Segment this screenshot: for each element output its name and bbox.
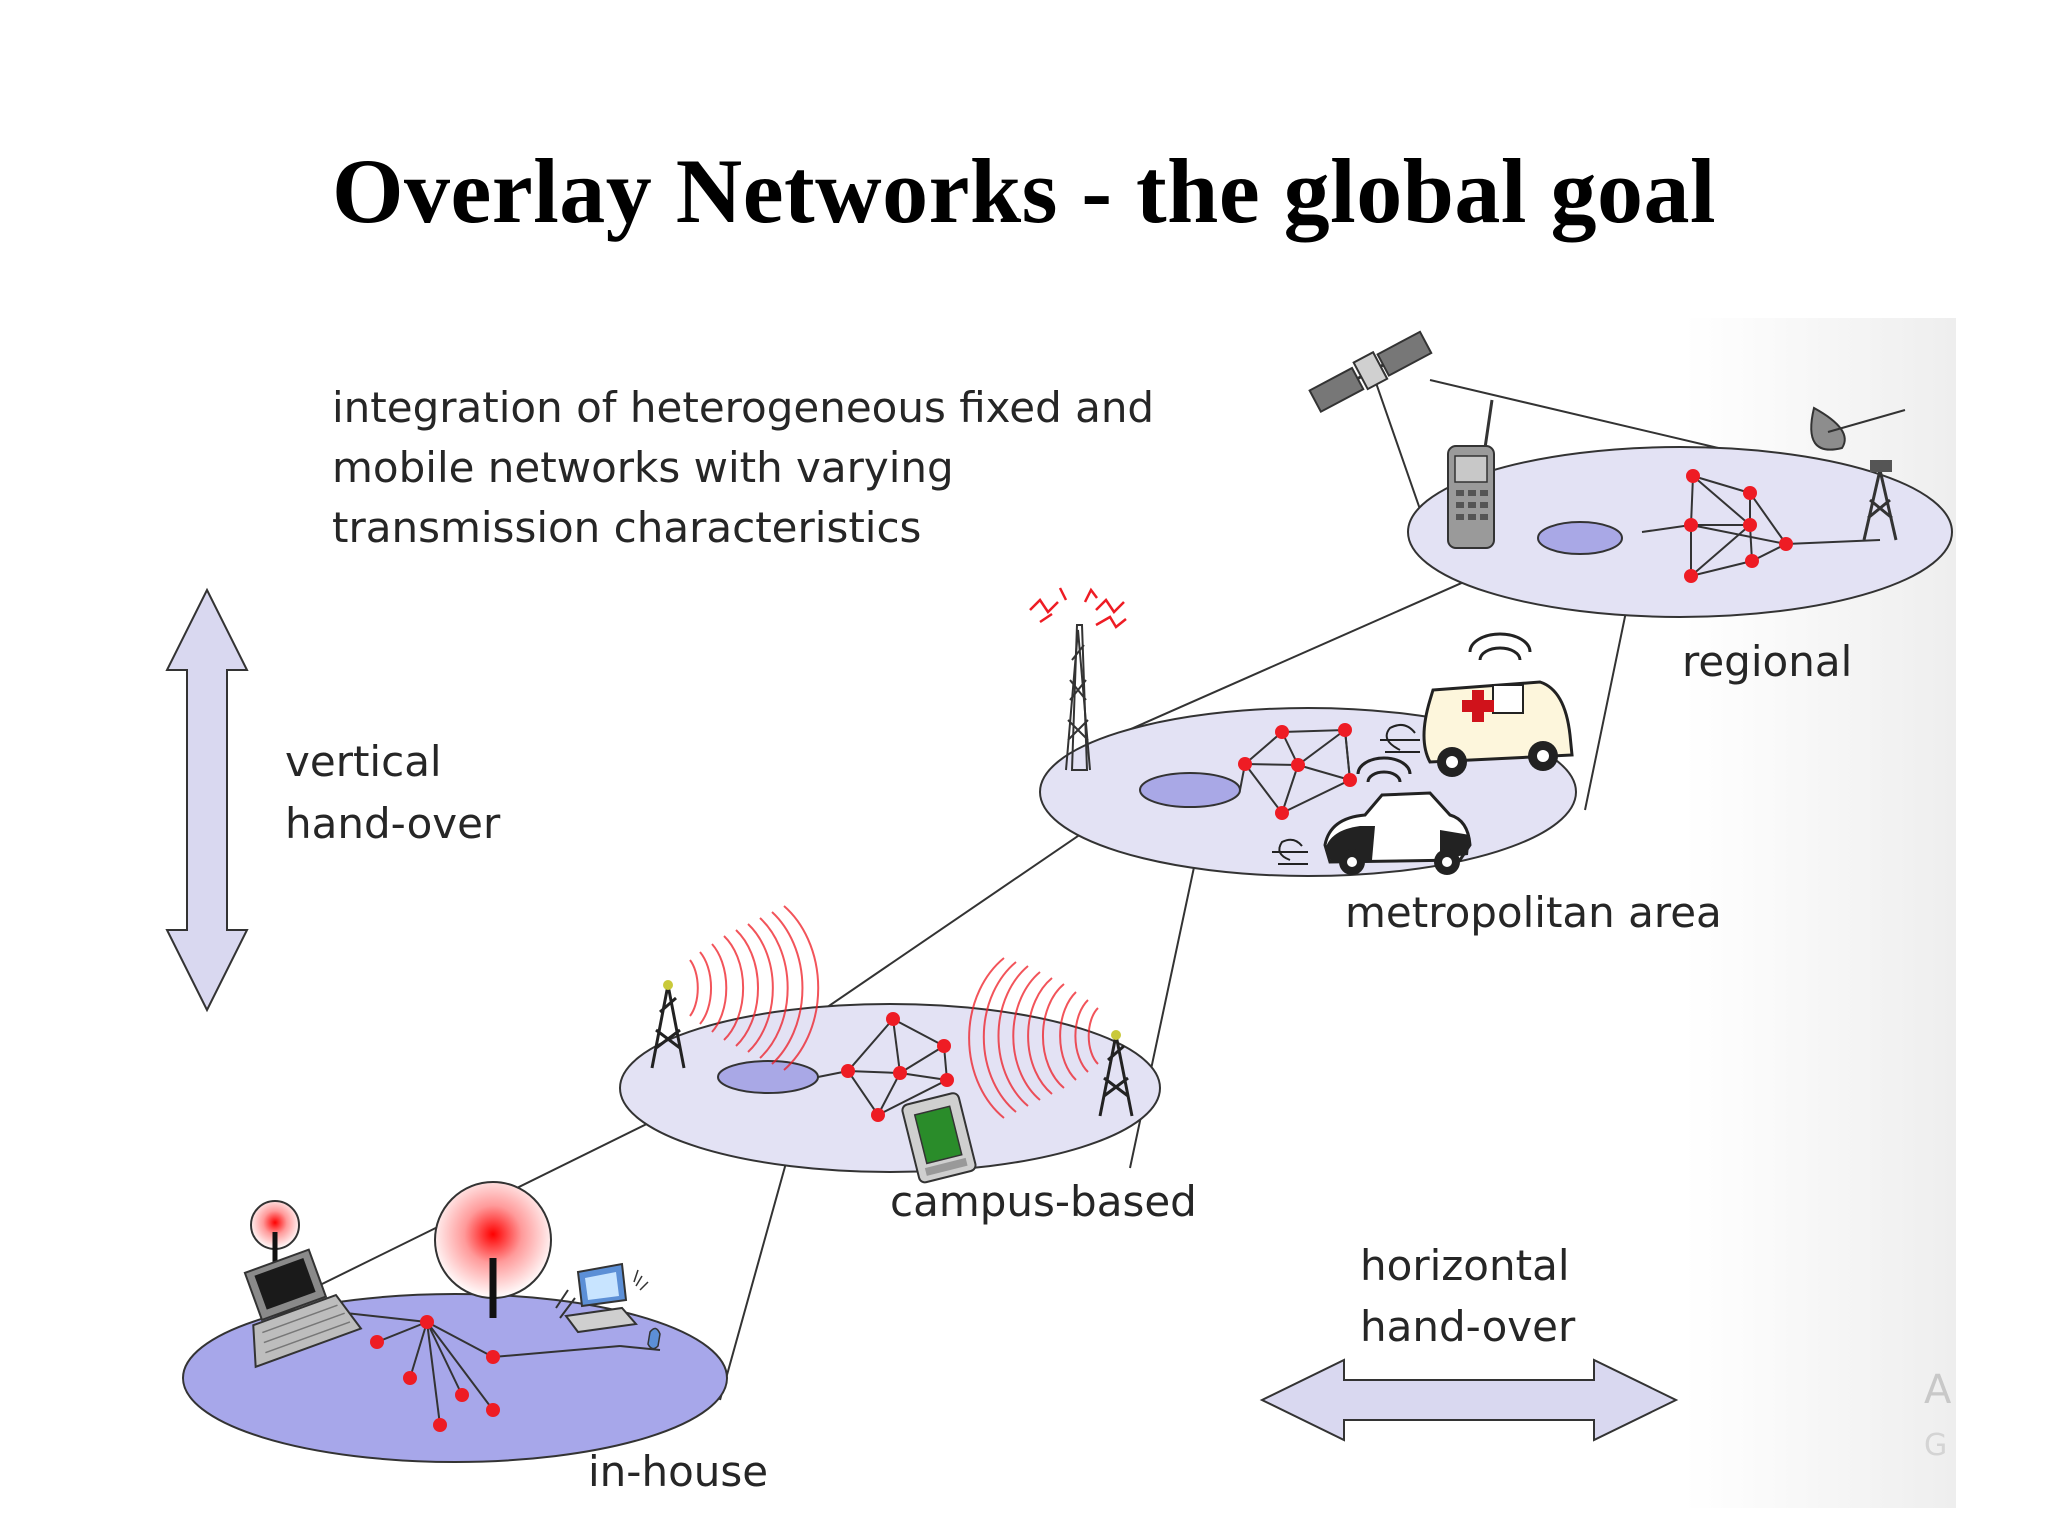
metropolitan-mesh xyxy=(1239,728,1352,815)
regional-nodes xyxy=(1684,469,1793,583)
campus-nodes xyxy=(841,1012,954,1122)
satellite-dish-icon xyxy=(1810,406,1906,541)
level-label-regional: regional xyxy=(1682,637,1853,686)
description-line-3: transmission characteristics xyxy=(332,503,922,552)
metropolitan-inner-ellipse xyxy=(1139,772,1241,808)
ambulance-icon xyxy=(1380,632,1574,777)
mobile-phone-icon xyxy=(1447,399,1495,549)
campus-inner-ellipse xyxy=(717,1060,819,1094)
watermark-letter-2: G xyxy=(1924,1428,1948,1463)
watermark-letter-1: A xyxy=(1924,1367,1952,1413)
pda-device-icon xyxy=(901,1092,977,1184)
vertical-handover-label-2: hand-over xyxy=(285,799,501,848)
horizontal-handover-label-2: hand-over xyxy=(1360,1302,1576,1351)
level-label-campus: campus-based xyxy=(890,1177,1197,1226)
description-line-1: integration of heterogeneous fixed and xyxy=(332,383,1155,432)
laptop-icon xyxy=(243,1248,363,1369)
campus-right-antenna-icon xyxy=(968,957,1134,1119)
vertical-handover-label-1: vertical xyxy=(285,737,442,786)
description-line-2: mobile networks with varying xyxy=(332,443,954,492)
inhouse-nodes xyxy=(370,1315,500,1432)
level-label-metropolitan: metropolitan area xyxy=(1345,888,1722,937)
page-title: Overlay Networks - the global goal xyxy=(331,140,1717,242)
regional-inner-ellipse xyxy=(1537,521,1623,555)
horizontal-handover-arrow-icon xyxy=(1259,1358,1679,1442)
broadcast-tower-icon xyxy=(1029,587,1127,771)
regional-disc xyxy=(1407,446,1953,618)
satellite-icon xyxy=(1308,330,1433,414)
horizontal-handover-label-1: horizontal xyxy=(1360,1241,1570,1290)
vertical-handover-arrow-icon xyxy=(165,587,249,1013)
desktop-computer-icon xyxy=(555,1262,661,1350)
large-access-point-icon xyxy=(434,1181,552,1318)
small-access-point-icon xyxy=(250,1200,300,1262)
metropolitan-nodes xyxy=(1238,723,1357,820)
campus-mesh xyxy=(817,1018,949,1117)
campus-left-antenna-icon xyxy=(650,905,820,1071)
level-label-inhouse: in-house xyxy=(588,1447,769,1496)
campus-disc xyxy=(619,1003,1161,1173)
police-car-icon xyxy=(1272,756,1472,875)
